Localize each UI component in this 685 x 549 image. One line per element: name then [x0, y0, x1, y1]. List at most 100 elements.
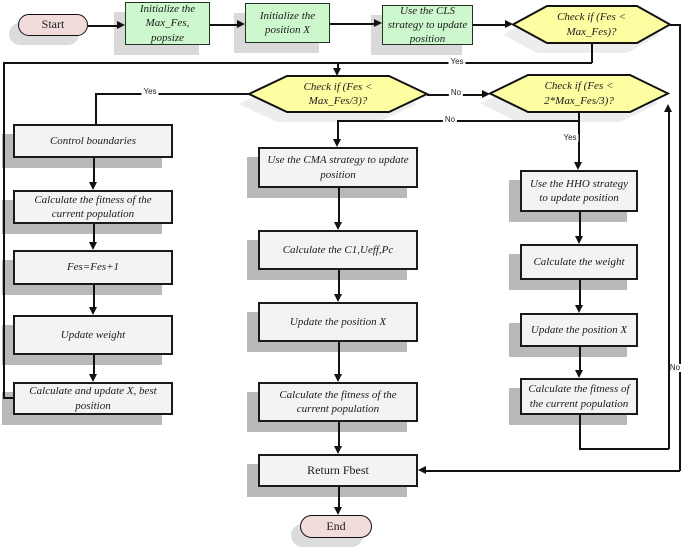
mid-calc-fitness-label: Calculate the fitness of the current pop…: [279, 388, 397, 415]
connector-hex2-yes-drop: [95, 93, 97, 124]
arrowhead-into-hex3: [482, 90, 490, 98]
terminator-end: End: [300, 515, 372, 538]
connector-mfit-return: [338, 422, 340, 446]
process-calc-c1-ueff-pc: Calculate the C1,Ueff,Pc: [258, 230, 418, 270]
connector-return-end: [338, 487, 340, 507]
connector-hex3-no-horizontal: [337, 120, 579, 122]
arrowhead-into-rfit: [575, 370, 583, 378]
process-mid-calc-fitness: Calculate the fitness of the current pop…: [258, 382, 418, 422]
connector-cma-c1: [338, 188, 340, 222]
process-mid-update-position: Update the position X: [258, 302, 418, 342]
connector-loop-up-hex3: [668, 112, 670, 449]
arrowhead-into-hex1: [505, 20, 513, 28]
connector-hex1-no-stub: [670, 24, 680, 26]
edge-label-hex1-no: No: [667, 363, 683, 372]
process-hho-strategy: Use the HHO strategy to update position: [520, 170, 638, 212]
connector-hex3-bottom-stub: [578, 112, 580, 120]
decision-fes-lt-maxfes-third-label: Check if (Fes < Max_Fes/3)?: [303, 80, 373, 107]
arrowhead-into-cw: [575, 236, 583, 244]
left-calc-fitness-label: Calculate the fitness of the current pop…: [34, 193, 152, 220]
arrowhead-into-cma: [333, 139, 341, 147]
connector-cw-upxr: [579, 280, 581, 305]
arrowhead-into-end: [334, 507, 342, 515]
connector-cls-hex1: [473, 24, 505, 26]
connector-no-into-return: [426, 470, 680, 472]
edge-label-hex2-yes: Yes: [141, 87, 159, 96]
cls-strategy-label: Use the CLS strategy to update position: [387, 4, 468, 46]
connector-hex3-no-drop: [337, 120, 339, 139]
process-control-boundaries: Control boundaries: [13, 124, 173, 158]
connector-rfit-down: [579, 415, 581, 448]
connector-upxr-rfit: [579, 347, 581, 370]
arrowhead-into-cls: [374, 19, 382, 27]
edge-label-hex3-no: No: [442, 115, 458, 124]
process-cls-strategy: Use the CLS strategy to update position: [382, 5, 473, 45]
arrowhead-into-upxr: [575, 305, 583, 313]
arrowhead-into-hho: [574, 162, 582, 170]
connector-c1-upxm: [338, 270, 340, 294]
connector-uw-cup: [93, 355, 95, 374]
arrowhead-into-c1: [334, 222, 342, 230]
hexagon-shape: [503, 5, 673, 53]
process-right-calc-fitness: Calculate the fitness of the current pop…: [520, 378, 638, 415]
mid-update-position-label: Update the position X: [289, 315, 387, 328]
decision-fes-lt-two-thirds: Check if (Fes < 2*Max_Fes/3)?: [478, 74, 671, 124]
arrowhead-into-cup: [89, 374, 97, 382]
process-cma-strategy: Use the CMA strategy to update position: [258, 147, 418, 188]
end-label: End: [326, 518, 346, 533]
connector-hex3-yes-drop: [578, 120, 580, 162]
control-boundaries-label: Control boundaries: [49, 134, 137, 147]
process-calc-update-best: Calculate and update X, best position: [13, 382, 173, 415]
arrowhead-into-hex3-loop: [664, 104, 672, 112]
hexagon-shape: [239, 75, 430, 122]
arrowhead-into-mfit: [334, 374, 342, 382]
connector-hex2-yes-horizontal: [95, 93, 249, 95]
hexagon-body: [487, 74, 671, 113]
fes-increment-label: Fes=Fes+1: [66, 261, 120, 274]
calc-c1-ueff-pc-label: Calculate the C1,Ueff,Pc: [282, 243, 394, 256]
process-initialize-position: Initialize the position X: [245, 3, 330, 43]
arrowhead-into-fes: [89, 242, 97, 250]
process-update-weight: Update weight: [13, 315, 173, 355]
process-right-update-position: Update the position X: [520, 313, 638, 347]
initialize-params-label: Initialize the Max_Fes, popsize: [139, 3, 196, 44]
calc-weight-label: Calculate the weight: [533, 255, 625, 268]
connector-hho-cw: [579, 212, 581, 236]
arrowhead-into-hex2: [333, 68, 341, 76]
decision-fes-lt-maxfes-label: Check if (Fes < Max_Fes)?: [557, 11, 626, 38]
process-initialize-params: Initialize the Max_Fes, popsize: [125, 2, 210, 45]
right-update-position-label: Update the position X: [530, 323, 628, 336]
connector-rfit-right: [579, 448, 669, 450]
connector-left-rail-into-best: [3, 397, 13, 399]
calc-update-best-label: Calculate and update X, best position: [29, 385, 157, 412]
connector-start-init1: [88, 25, 117, 27]
connector-ctrl-lfit: [93, 158, 95, 182]
decision-fes-lt-maxfes: Check if (Fes < Max_Fes)?: [501, 5, 673, 55]
arrowhead-into-lfit: [89, 182, 97, 190]
decision-fes-lt-maxfes-third: Check if (Fes < Max_Fes/3)?: [237, 75, 430, 124]
hexagon-shape: [480, 74, 671, 122]
edge-label-hex1-yes: Yes: [448, 57, 466, 66]
right-calc-fitness-label: Calculate the fitness of the current pop…: [528, 383, 630, 410]
initialize-position-label: Initialize the position X: [259, 9, 316, 36]
connector-init2-cls: [330, 23, 374, 25]
arrowhead-into-return: [418, 466, 426, 474]
connector-left-rail: [3, 62, 5, 397]
decision-fes-lt-two-thirds-label: Check if (Fes < 2*Max_Fes/3)?: [544, 80, 614, 107]
connector-hex1-yes-stub: [591, 43, 593, 63]
connector-right-outer-rail: [679, 24, 681, 471]
hho-strategy-label: Use the HHO strategy to update position: [529, 177, 629, 204]
connector-init1-init2: [210, 24, 237, 26]
edge-label-hex3-yes: Yes: [561, 133, 579, 142]
process-calc-weight: Calculate the weight: [520, 244, 638, 280]
arrowhead-into-init2: [237, 20, 245, 28]
arrowhead-into-upxm: [334, 294, 342, 302]
connector-into-hex2-drop: [337, 62, 339, 68]
connector-fes-uw: [93, 285, 95, 307]
connector-hex1-yes-horizontal: [3, 62, 592, 64]
terminator-start: Start: [18, 14, 88, 36]
connector-upxm-mfit: [338, 342, 340, 374]
cma-strategy-label: Use the CMA strategy to update position: [267, 154, 409, 181]
arrowhead-into-uw: [89, 307, 97, 315]
